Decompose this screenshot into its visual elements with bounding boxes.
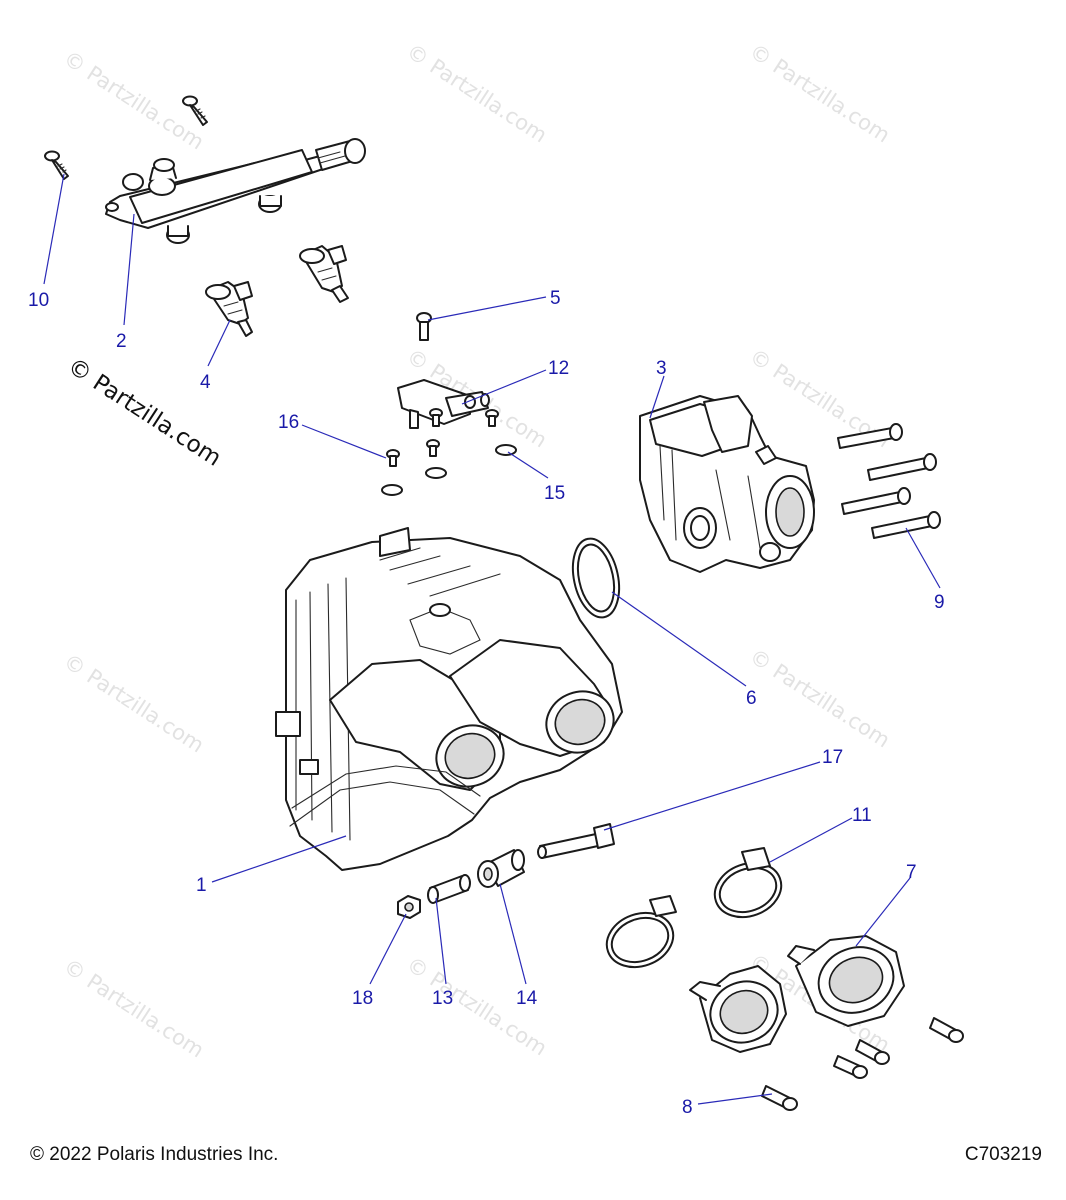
watermark-3: © Partzilla.com <box>745 39 894 147</box>
leader-5 <box>427 296 547 321</box>
part-17-bolt <box>537 823 615 859</box>
part-18-nut <box>397 895 421 919</box>
callout-1: 1 <box>196 875 207 896</box>
part-1-intake-plenum <box>275 527 623 871</box>
leader-17 <box>603 761 821 831</box>
part-13-sleeve <box>427 874 471 904</box>
leader-2 <box>123 213 135 326</box>
callout-10: 10 <box>28 290 49 311</box>
callout-14: 14 <box>516 988 538 1009</box>
part-14-grommet <box>477 849 525 888</box>
callout-15: 15 <box>544 483 565 504</box>
leader-13 <box>435 897 447 985</box>
part-7-intake-boot-right <box>787 935 905 1027</box>
watermark-8: © Partzilla.com <box>745 644 894 752</box>
part-15-clips <box>381 444 517 496</box>
part-12-sensor <box>397 379 490 429</box>
part-3-throttle-body <box>639 395 815 573</box>
part-4-injector-left <box>205 281 253 337</box>
callout-17: 17 <box>822 747 843 768</box>
leader-14 <box>499 883 527 985</box>
leader-9 <box>905 527 941 589</box>
part-11-clamp-left <box>605 895 677 969</box>
leader-16 <box>301 424 387 459</box>
part-2-fuel-rail <box>105 138 366 244</box>
leader-11 <box>769 817 853 863</box>
callout-13: 13 <box>432 988 453 1009</box>
callout-6: 6 <box>746 688 757 709</box>
callout-labels: 10 2 4 5 12 3 16 15 9 6 17 11 7 1 18 13 … <box>28 288 945 1118</box>
watermark-6: © Partzilla.com <box>59 649 208 757</box>
watermark-9: © Partzilla.com <box>59 954 208 1062</box>
part-6-o-ring <box>571 537 621 619</box>
leader-4 <box>207 319 231 367</box>
callout-18: 18 <box>352 988 373 1009</box>
part-4-injector-right <box>299 245 349 303</box>
part-10-screw-2 <box>182 95 208 126</box>
leader-lines <box>43 173 941 1105</box>
leader-1 <box>211 835 347 883</box>
part-5-screw <box>416 312 432 341</box>
callout-2: 2 <box>116 331 127 352</box>
callout-3: 3 <box>656 358 667 379</box>
watermark-2: © Partzilla.com <box>402 39 551 147</box>
leader-10 <box>43 173 65 285</box>
leader-3 <box>649 375 665 419</box>
callout-9: 9 <box>934 592 945 613</box>
leader-7 <box>855 877 911 947</box>
leader-6 <box>611 591 747 687</box>
part-10-screw <box>44 150 69 180</box>
part-9-bolts <box>837 423 941 539</box>
part-8-bolts <box>761 1017 964 1111</box>
leader-15 <box>507 451 549 479</box>
callout-16: 16 <box>278 412 299 433</box>
part-7-intake-boot-left <box>689 965 787 1053</box>
watermark-prominent: © Partzilla.com <box>63 353 226 471</box>
leader-18 <box>369 913 407 985</box>
part-11-clamp-right <box>713 847 783 919</box>
copyright-text: © 2022 Polaris Industries Inc. <box>30 1144 279 1165</box>
leader-8 <box>697 1093 773 1105</box>
leader-12 <box>461 369 547 405</box>
callout-4: 4 <box>200 372 211 393</box>
callout-7: 7 <box>906 862 917 883</box>
callout-12: 12 <box>548 358 569 379</box>
callout-11: 11 <box>852 805 872 826</box>
diagram-code: C703219 <box>964 1144 1042 1165</box>
part-16-fasteners <box>386 408 499 467</box>
callout-8: 8 <box>682 1097 693 1118</box>
callout-5: 5 <box>550 288 561 309</box>
